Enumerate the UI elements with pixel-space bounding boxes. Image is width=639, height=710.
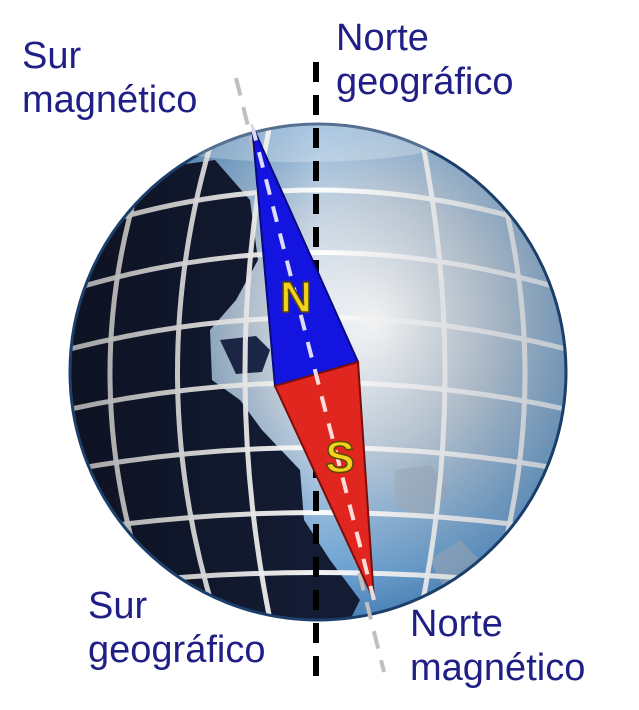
geographic-south-line1: Sur xyxy=(88,585,148,627)
geographic-north-line1: Norte xyxy=(336,17,429,59)
compass-needle: N S xyxy=(250,124,376,601)
globe-outline xyxy=(68,122,568,622)
magnetic-south-line2: magnético xyxy=(22,79,198,121)
globe-highlight xyxy=(150,118,450,162)
geographic-south-line2: geográfico xyxy=(88,629,266,671)
magnetic-north-label: Norte magnético xyxy=(410,602,585,690)
magnetic-south-label: Sur magnético xyxy=(22,34,197,122)
magnetic-north-line1: Norte xyxy=(410,603,503,645)
magnetic-north-line2: magnético xyxy=(410,647,586,689)
geographic-north-line2: geográfico xyxy=(336,61,514,103)
geographic-north-label: Norte geográfico xyxy=(336,16,513,104)
needle-north-letter: N xyxy=(280,273,312,322)
magnetic-south-line1: Sur xyxy=(22,35,82,77)
needle-south-letter: S xyxy=(325,433,354,482)
geographic-south-label: Sur geográfico xyxy=(88,584,265,672)
